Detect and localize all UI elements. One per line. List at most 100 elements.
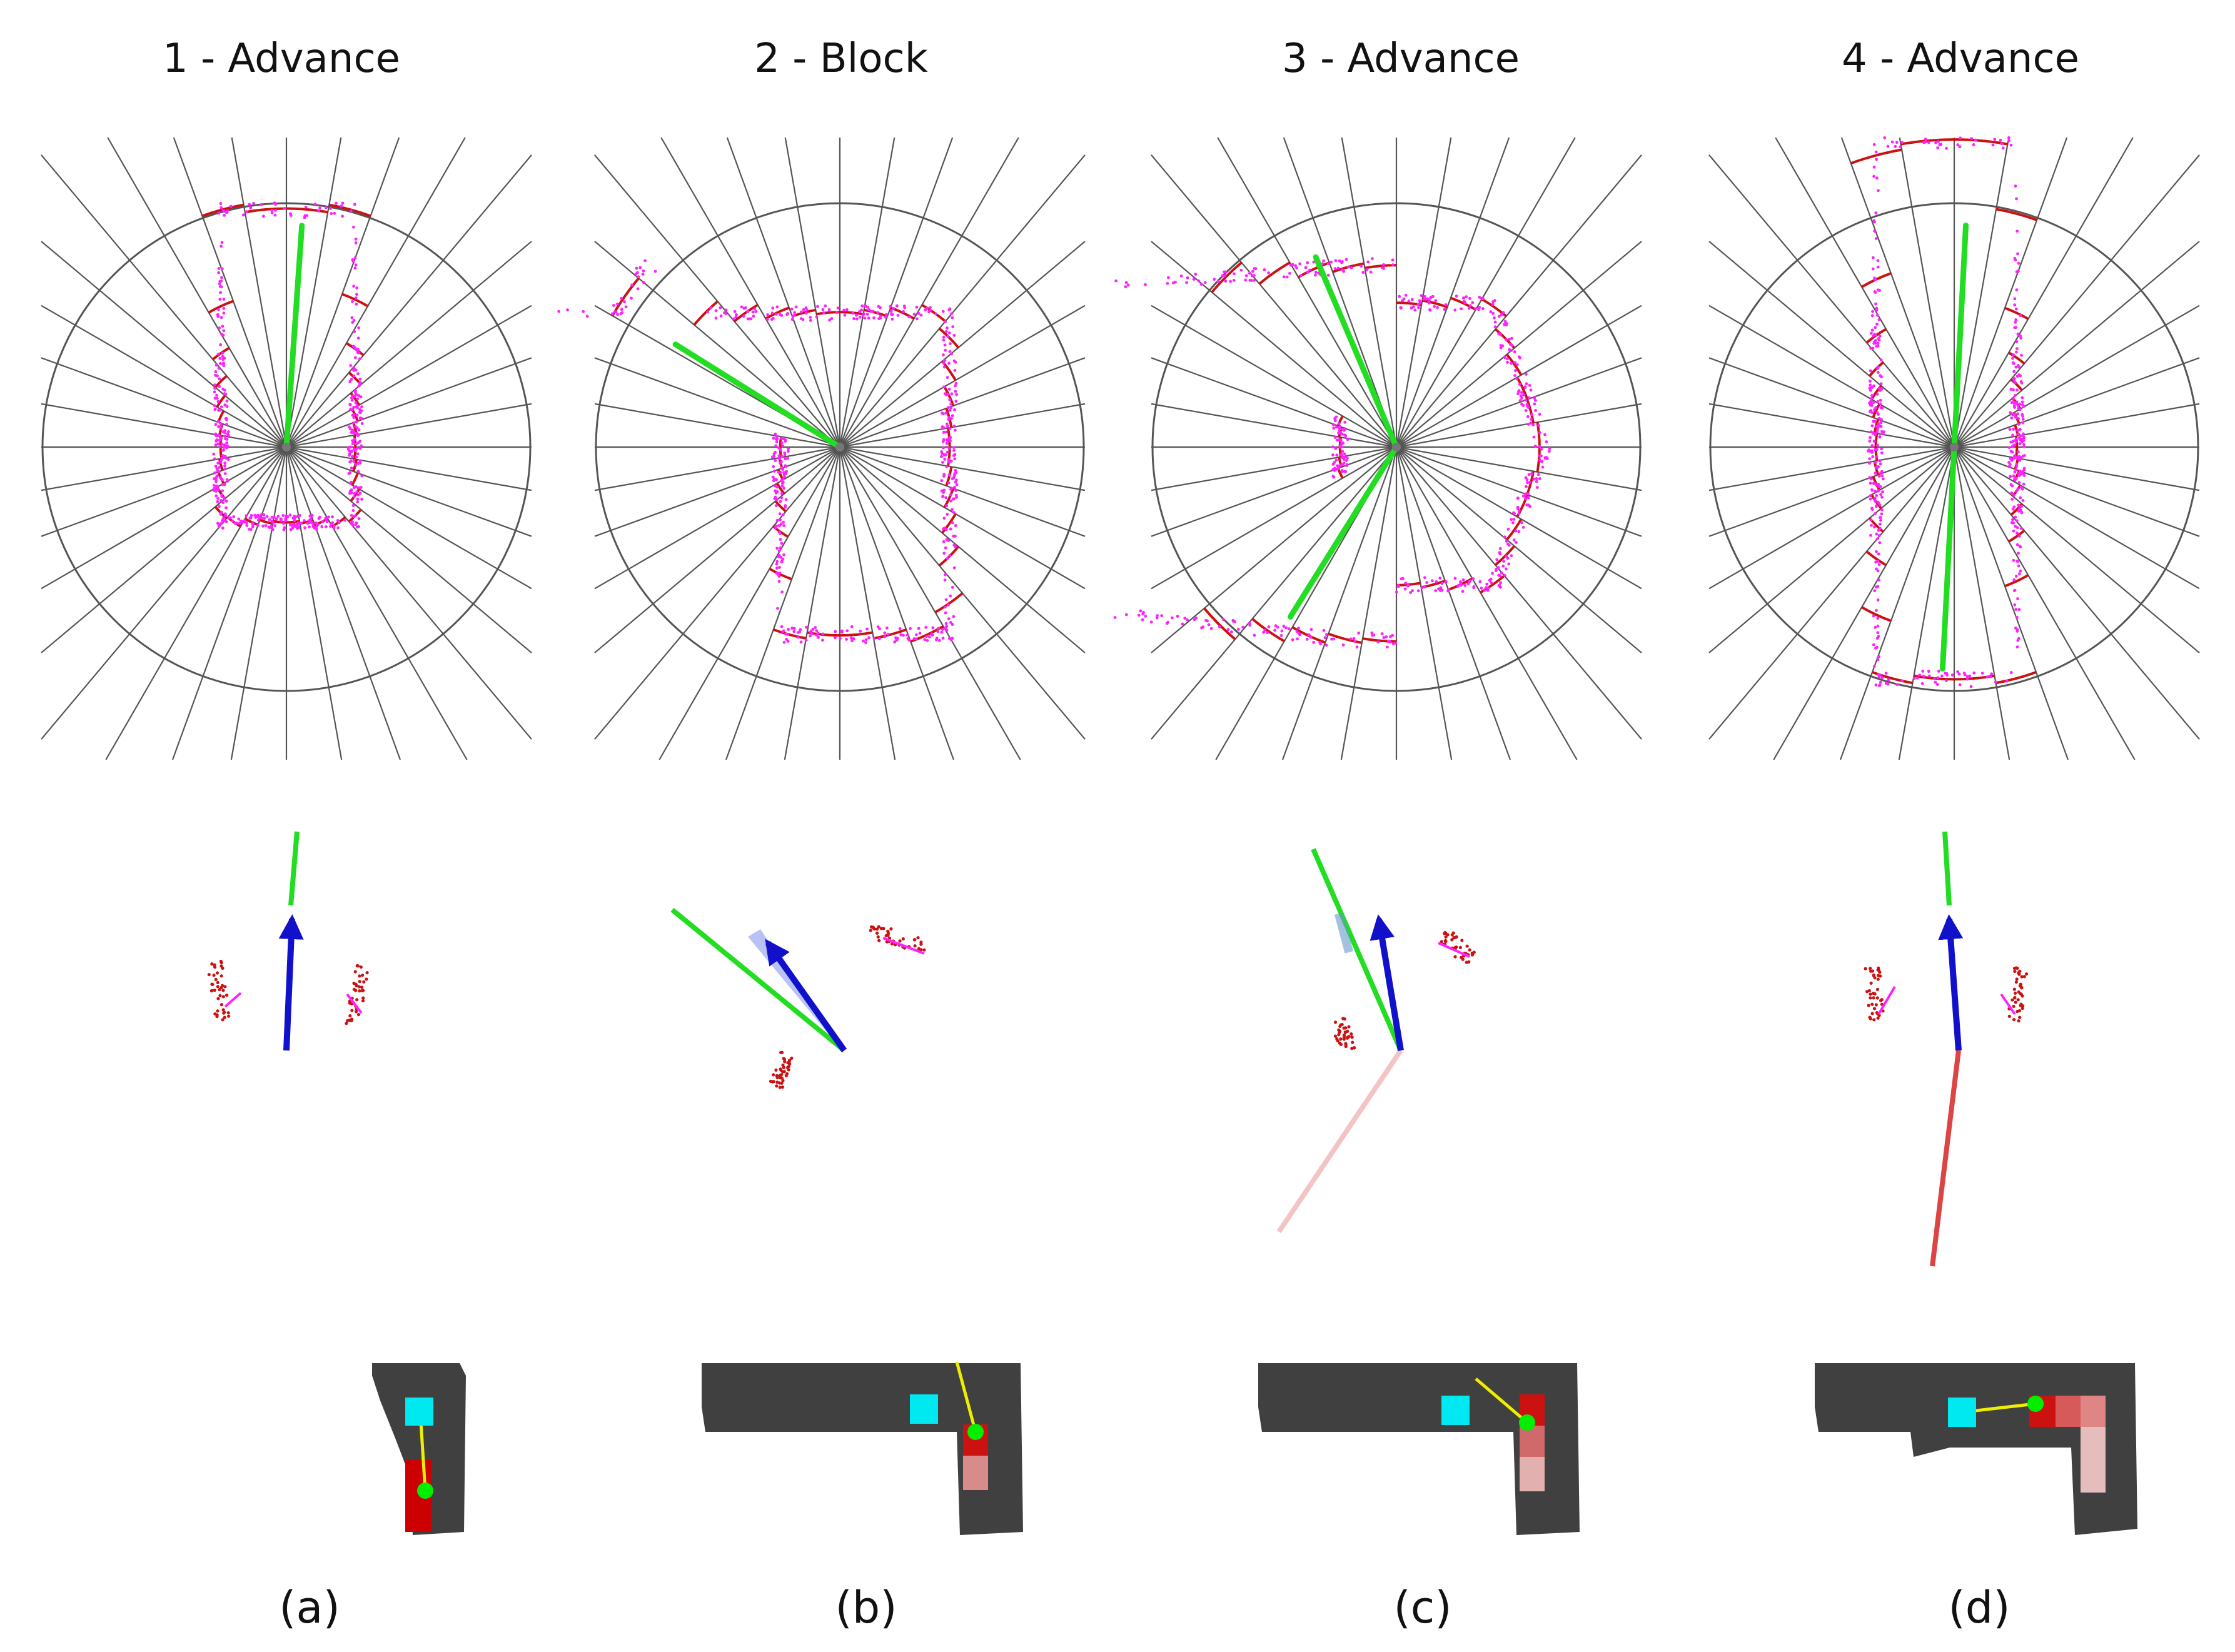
scan-point <box>954 384 957 388</box>
cluster-point <box>1450 933 1454 937</box>
obstacle-arc <box>1396 301 1422 306</box>
scan-point <box>1343 420 1347 424</box>
scan-point <box>2019 438 2022 441</box>
scan-point <box>270 515 274 519</box>
obstacle-arc <box>1251 618 1285 643</box>
scan-point <box>1538 445 1541 448</box>
scan-point <box>1880 495 1884 499</box>
scan-point <box>949 439 952 443</box>
scan-point <box>346 446 350 449</box>
scan-point <box>1341 455 1345 458</box>
scan-point <box>719 306 722 310</box>
scan-point <box>1333 267 1337 271</box>
cluster-point <box>352 981 356 985</box>
scan-point <box>1524 398 1528 402</box>
scan-point <box>1353 640 1357 643</box>
scan-point <box>1880 447 1884 451</box>
cluster-point <box>1344 1042 1348 1045</box>
scan-point <box>1366 260 1370 264</box>
scan-point <box>249 206 253 209</box>
scan-point <box>220 478 224 481</box>
polar-spoke <box>1395 446 1453 760</box>
scan-point <box>1535 480 1538 483</box>
scan-point <box>1879 398 1882 402</box>
scan-point <box>947 331 951 335</box>
scan-point <box>360 474 364 478</box>
scan-point <box>2022 474 2026 477</box>
scan-point <box>2021 400 2024 404</box>
scan-point <box>265 515 269 518</box>
scan-point <box>931 633 934 636</box>
scan-point <box>804 625 808 629</box>
scan-point <box>1467 306 1471 310</box>
scan-point <box>796 631 800 635</box>
polar-spoke <box>839 446 955 760</box>
scan-point <box>1499 346 1503 350</box>
scan-point <box>225 416 228 420</box>
scan-point <box>949 499 952 503</box>
scan-point <box>1201 625 1205 629</box>
scan-point <box>931 626 935 630</box>
scan-point <box>1519 394 1523 398</box>
scan-point <box>355 420 358 424</box>
scan-point <box>774 504 778 508</box>
scan-point <box>942 516 946 520</box>
polar-spoke <box>286 137 466 448</box>
polar-spoke <box>726 137 841 448</box>
scan-point <box>262 513 266 516</box>
scan-point <box>1502 560 1506 563</box>
polar-spoke <box>1283 137 1398 448</box>
cluster-point <box>1446 933 1450 937</box>
scan-point <box>942 385 946 389</box>
scan-point <box>1424 298 1428 301</box>
scan-point <box>2014 490 2018 493</box>
scan-point <box>1965 675 1969 678</box>
scan-point <box>950 486 954 490</box>
obstacle-arc <box>839 631 873 637</box>
scan-point <box>1491 572 1494 575</box>
scan-point <box>1167 276 1170 280</box>
scan-point <box>276 515 280 518</box>
scan-point <box>1879 526 1882 530</box>
scan-point <box>952 454 956 457</box>
obstacle-arc <box>1505 353 1523 376</box>
scan-point <box>779 461 782 465</box>
scan-point <box>2019 472 2023 476</box>
scan-point <box>2016 252 2019 256</box>
scan-point <box>1497 315 1501 318</box>
scan-point <box>2022 482 2026 486</box>
obstacle-arc <box>1258 261 1291 285</box>
scan-point <box>1524 476 1528 480</box>
scan-point <box>775 562 779 566</box>
scan-point <box>1526 481 1529 485</box>
cluster-point <box>1458 945 1462 950</box>
scan-point <box>1461 590 1465 593</box>
scan-point <box>1181 622 1184 626</box>
scan-point <box>1323 636 1327 640</box>
scan-point <box>1507 543 1511 547</box>
polar-spoke <box>839 241 1086 448</box>
scan-point <box>1875 425 1879 428</box>
scan-point <box>1870 424 1874 428</box>
scan-point <box>1334 415 1338 419</box>
scan-point <box>253 513 257 517</box>
scan-point <box>1870 396 1874 400</box>
scan-point <box>1345 459 1348 462</box>
scan-point <box>1446 589 1450 593</box>
scan-point <box>1420 294 1423 298</box>
polar-spoke <box>1151 446 1397 491</box>
scan-point <box>1444 303 1448 306</box>
scan-point <box>2011 356 2014 360</box>
scan-point <box>2012 428 2016 431</box>
scan-point <box>780 484 784 488</box>
polar-histogram-4 <box>1708 136 2200 760</box>
scan-point <box>2009 671 2013 674</box>
polar-spoke <box>660 137 840 448</box>
scan-point <box>955 495 959 499</box>
scan-point <box>774 432 777 436</box>
scan-point <box>354 241 358 244</box>
scan-point <box>271 528 275 531</box>
scan-point <box>775 436 779 440</box>
scan-point <box>898 627 902 630</box>
scan-point <box>355 490 359 494</box>
